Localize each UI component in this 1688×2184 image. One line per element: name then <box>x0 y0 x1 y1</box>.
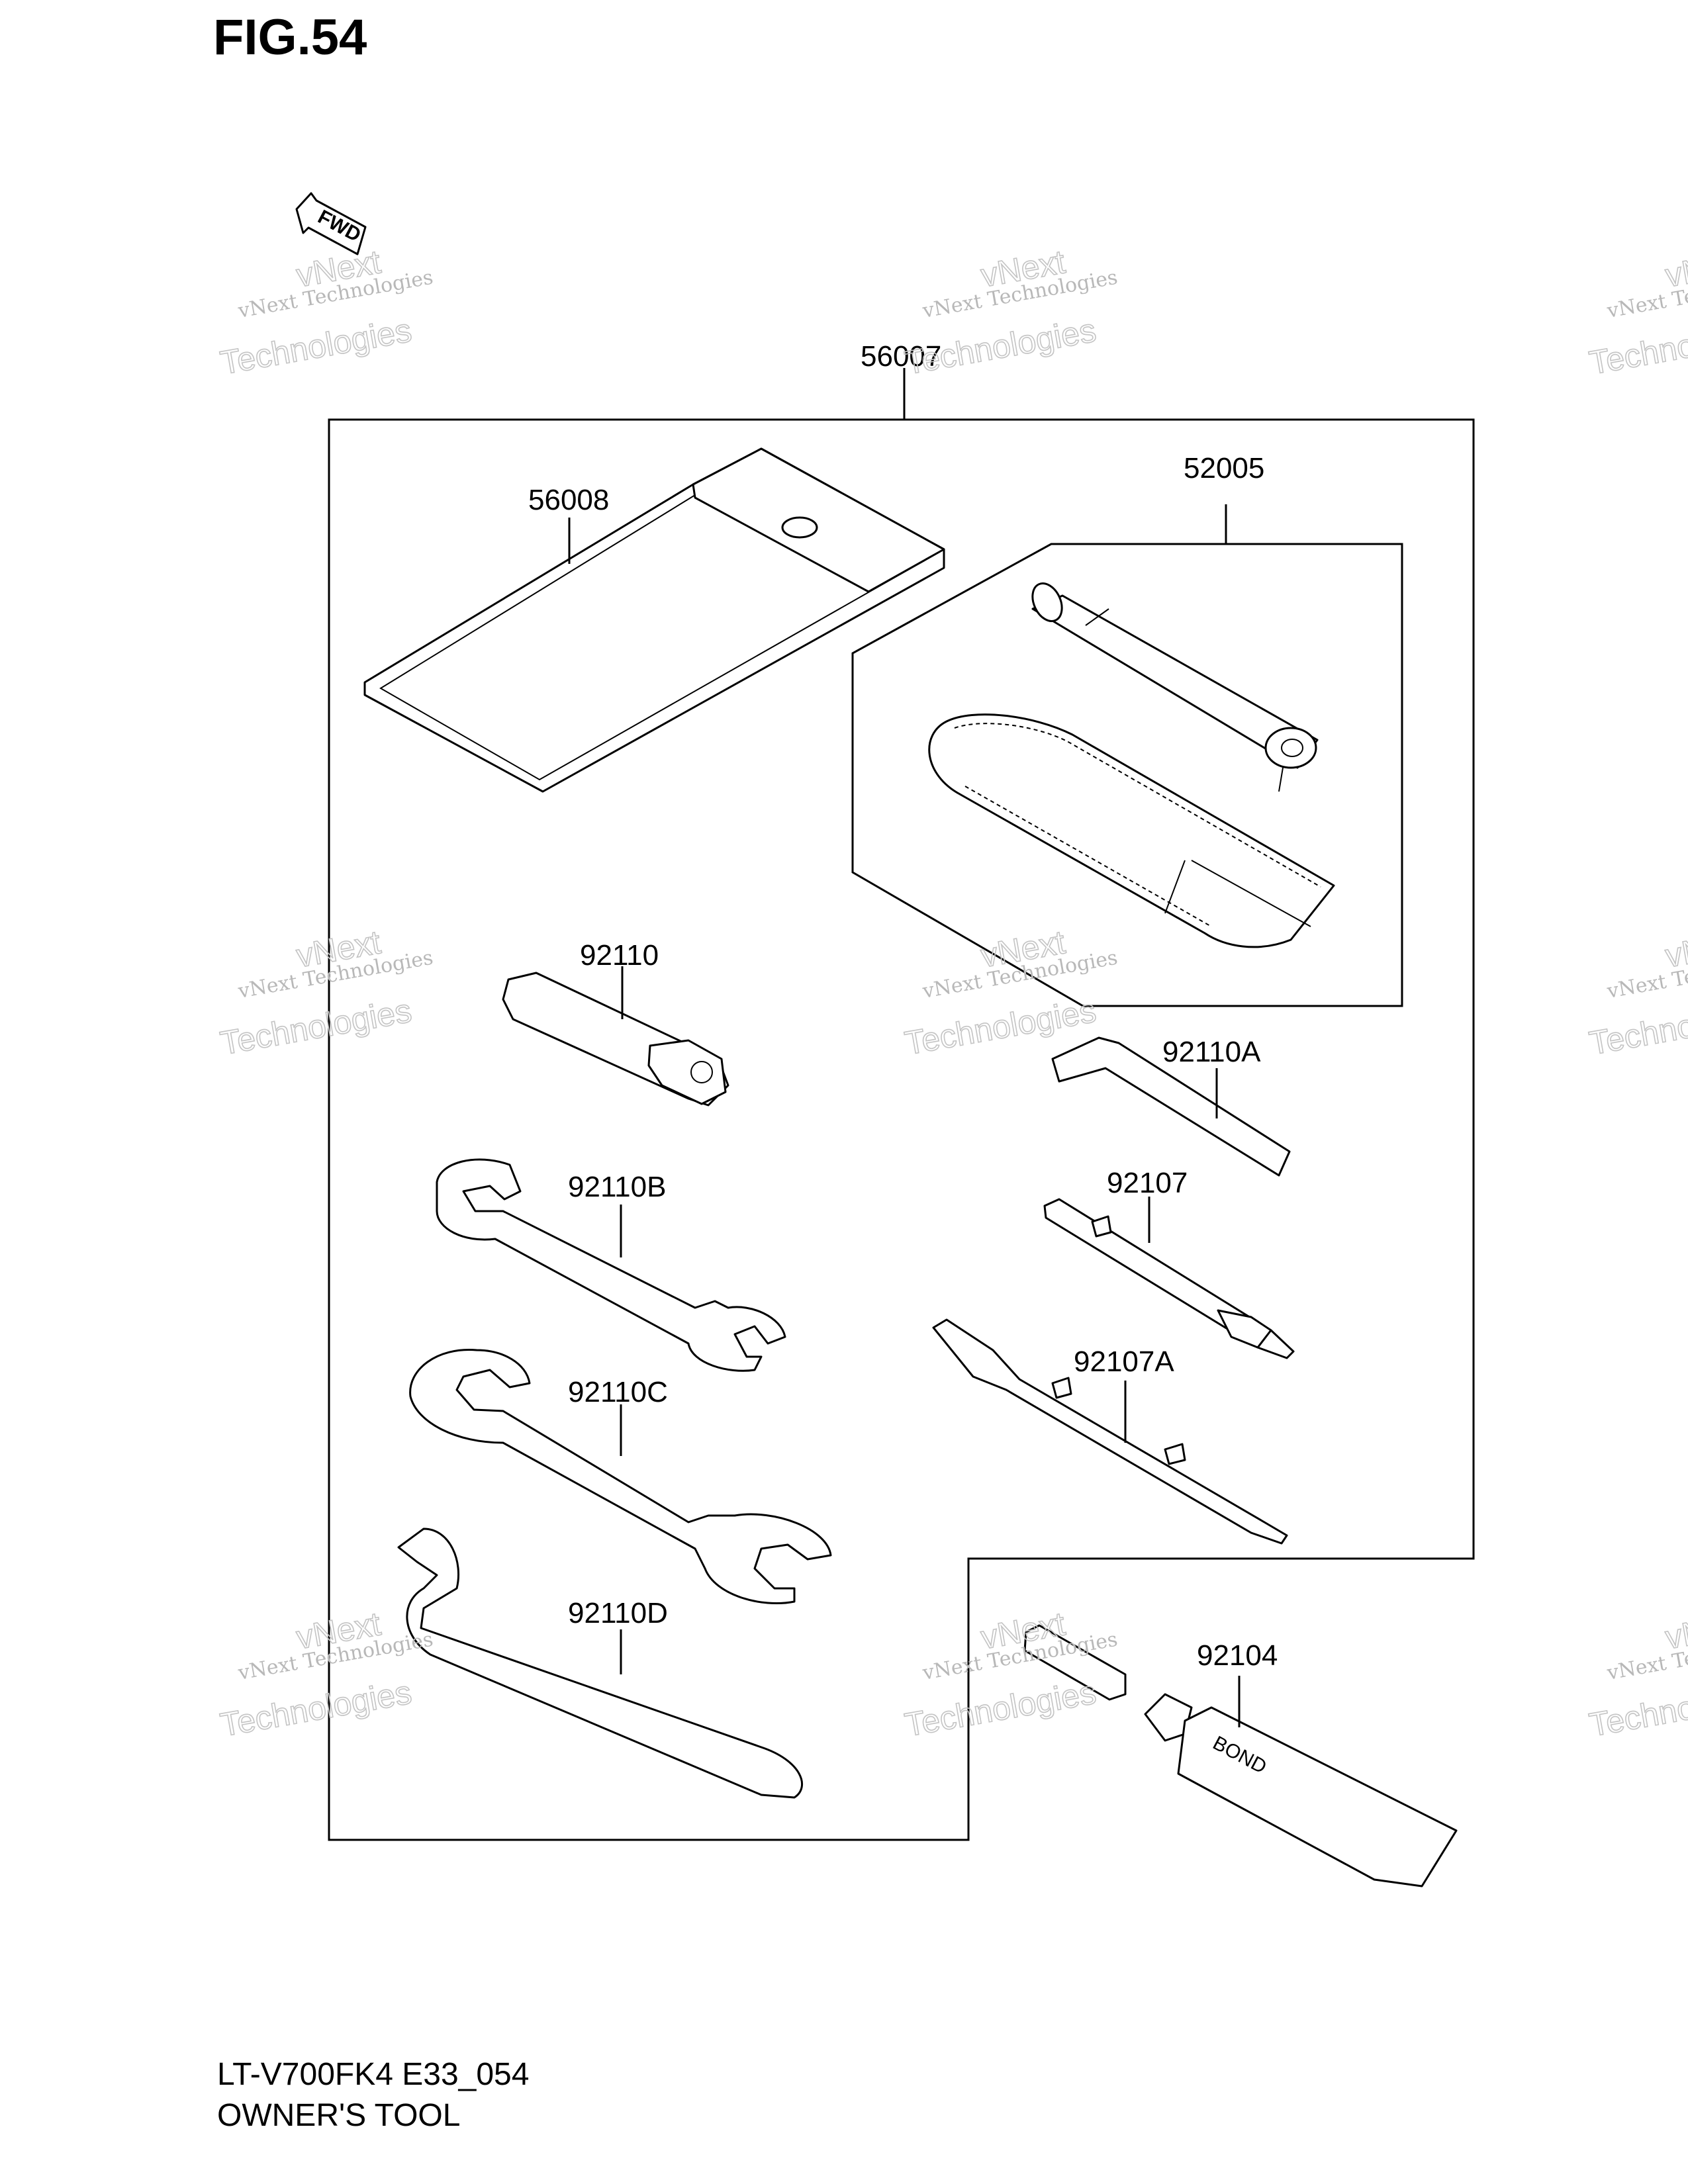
svg-text:Technologies: Technologies <box>218 992 414 1062</box>
watermark-9: vNext Technologies vNext Technologies <box>1586 1604 1688 1744</box>
footer-section: OWNER'S TOOL <box>217 2098 460 2133</box>
watermark-2: vNext Technologies vNext Technologies <box>902 242 1119 382</box>
svg-text:Technologies: Technologies <box>902 1674 1099 1744</box>
watermark-3: vNext Technologies vNext Technologies <box>1586 242 1688 382</box>
svg-text:Technologies: Technologies <box>1587 312 1688 382</box>
svg-text:vNext: vNext <box>1663 1605 1688 1656</box>
pouch-52005 <box>928 713 1335 948</box>
box-wrench-92110 <box>502 972 729 1107</box>
spanner-92110D <box>397 1527 803 1799</box>
tool-bag-56008 <box>363 447 945 793</box>
part-label-92110B: 92110B <box>568 1171 666 1203</box>
bond-tube-92104: BOND <box>1023 1624 1458 1888</box>
svg-text:vNext: vNext <box>1663 923 1688 974</box>
part-label-92107: 92107 <box>1107 1167 1188 1199</box>
pump-52005 <box>1031 582 1319 792</box>
screwdriver-92107 <box>1043 1198 1295 1359</box>
footer-model: LT-V700FK4 E33_054 <box>217 2057 529 2092</box>
svg-text:Technologies: Technologies <box>218 312 414 382</box>
watermark-1: vNext Technologies vNext Technologies <box>217 242 435 382</box>
part-label-92110: 92110 <box>580 939 659 972</box>
part-label-92110A: 92110A <box>1162 1036 1261 1068</box>
figure-title: FIG.54 <box>213 9 367 66</box>
svg-text:vNext: vNext <box>1663 243 1688 294</box>
svg-text:Technologies: Technologies <box>902 312 1099 382</box>
svg-text:Technologies: Technologies <box>1587 992 1688 1062</box>
toolkit-outline <box>328 418 1475 1841</box>
part-label-52005: 52005 <box>1184 452 1264 484</box>
part-label-92107A: 92107A <box>1074 1345 1174 1378</box>
part-label-56007: 56007 <box>861 340 941 373</box>
hex-key-92110A <box>1051 1036 1291 1177</box>
open-wrench-92110C <box>409 1349 832 1605</box>
watermark-6: vNext Technologies vNext Technologies <box>1586 923 1688 1062</box>
svg-text:Technologies: Technologies <box>1587 1674 1688 1744</box>
svg-text:Technologies: Technologies <box>218 1674 414 1744</box>
part-label-92110D: 92110D <box>568 1597 668 1629</box>
part-label-92110C: 92110C <box>568 1376 668 1408</box>
group-52005-outline <box>851 543 1403 1007</box>
screwdriver-92107A <box>932 1318 1288 1545</box>
part-label-92104: 92104 <box>1197 1639 1278 1672</box>
open-wrench-92110B <box>436 1158 786 1372</box>
watermark-4: vNext Technologies vNext Technologies <box>217 923 435 1062</box>
fwd-arrow-icon: FWD <box>295 192 367 255</box>
part-label-56008: 56008 <box>528 484 609 516</box>
